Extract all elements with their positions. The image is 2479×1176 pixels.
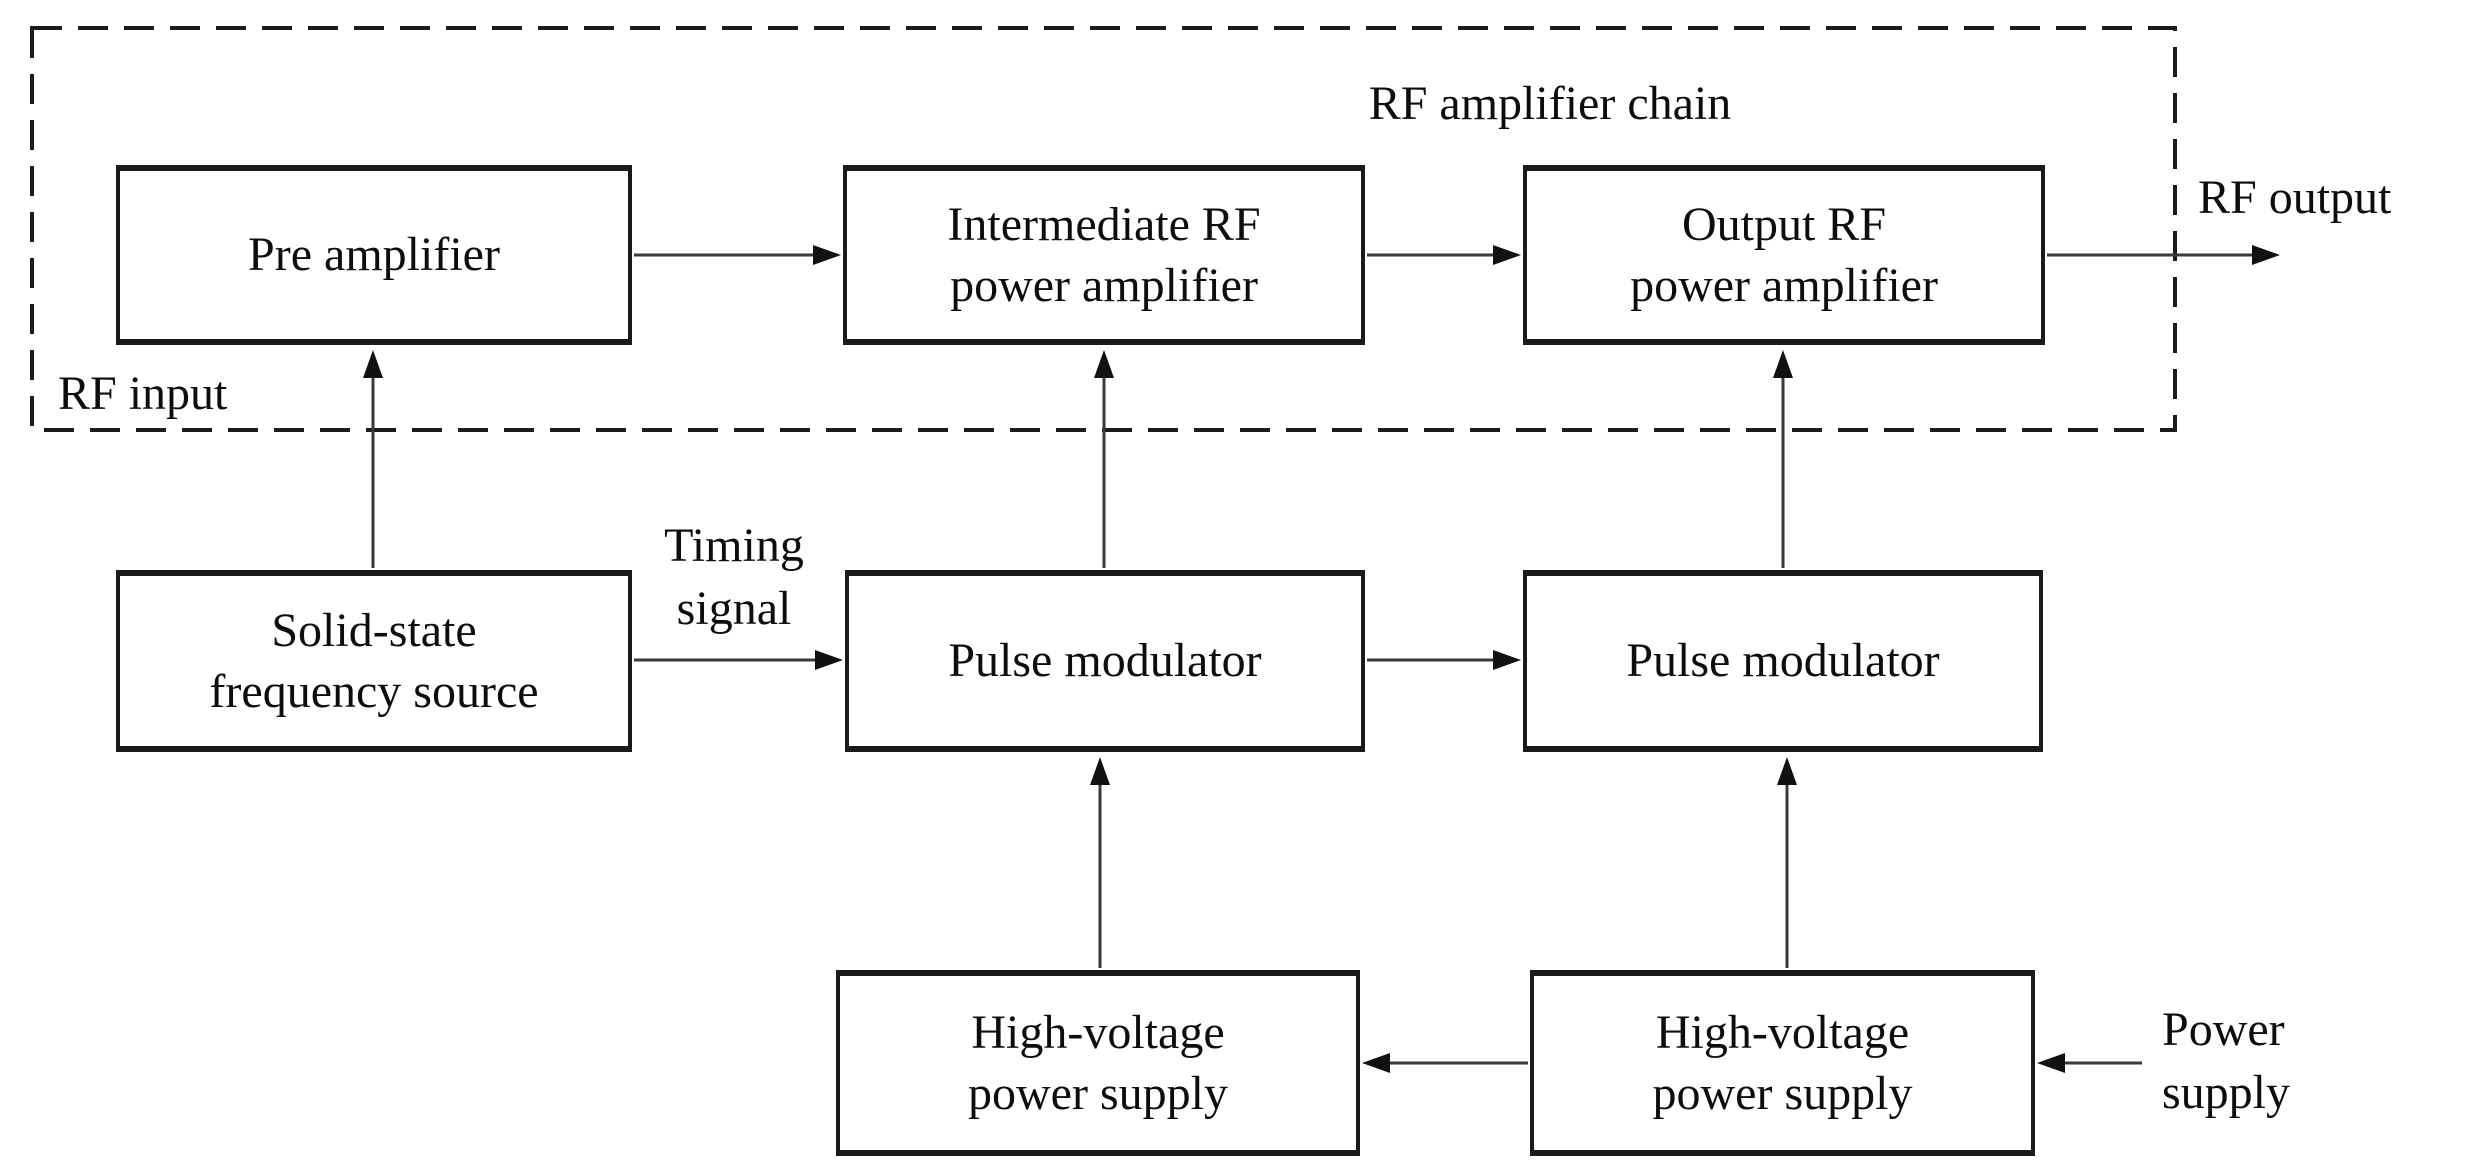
node-hv-power-supply-left: High-voltage power supply	[836, 970, 1360, 1156]
node-label: power supply	[1652, 1067, 1913, 1120]
node-solid-state-frequency-source: Solid-state frequency source	[116, 570, 632, 752]
node-label: power supply	[968, 1067, 1228, 1120]
node-label: Output RF	[1681, 197, 1887, 251]
node-label: power amplifier	[1630, 259, 1938, 312]
node-label: High-voltage	[1655, 1005, 1910, 1059]
timing-signal-label: Timing signal	[628, 514, 840, 641]
node-label: frequency source	[209, 665, 539, 718]
rf-input-label: RF input	[58, 367, 228, 420]
power-supply-label: Power supply	[2162, 998, 2290, 1125]
timing-signal-line1: Timing	[664, 519, 804, 572]
node-label: Intermediate RF	[947, 197, 1261, 251]
node-label: Pulse modulator	[948, 634, 1262, 688]
rf-output-label: RF output	[2198, 171, 2392, 224]
node-pulse-modulator-left: Pulse modulator	[845, 570, 1365, 752]
rf-amplifier-chain-title: RF amplifier chain	[1368, 77, 1732, 130]
node-label: High-voltage	[971, 1005, 1225, 1059]
arrow-lines	[371, 253, 2256, 1065]
node-intermediate-rf-power-amplifier: Intermediate RF power amplifier	[843, 165, 1365, 345]
node-output-rf-power-amplifier: Output RF power amplifier	[1523, 165, 2045, 345]
node-pulse-modulator-right: Pulse modulator	[1523, 570, 2043, 752]
node-label: Pulse modulator	[1626, 634, 1940, 688]
node-label: power amplifier	[950, 259, 1258, 312]
timing-signal-line2: signal	[676, 582, 792, 636]
arrow-heads	[363, 245, 2280, 1073]
node-pre-amplifier: Pre amplifier	[116, 165, 632, 345]
node-label: Pre amplifier	[248, 228, 500, 282]
node-hv-power-supply-right: High-voltage power supply	[1530, 970, 2035, 1156]
node-label: Solid-state	[271, 603, 477, 657]
power-supply-line2: supply	[2162, 1066, 2291, 1120]
power-supply-line1: Power	[2162, 1003, 2285, 1056]
